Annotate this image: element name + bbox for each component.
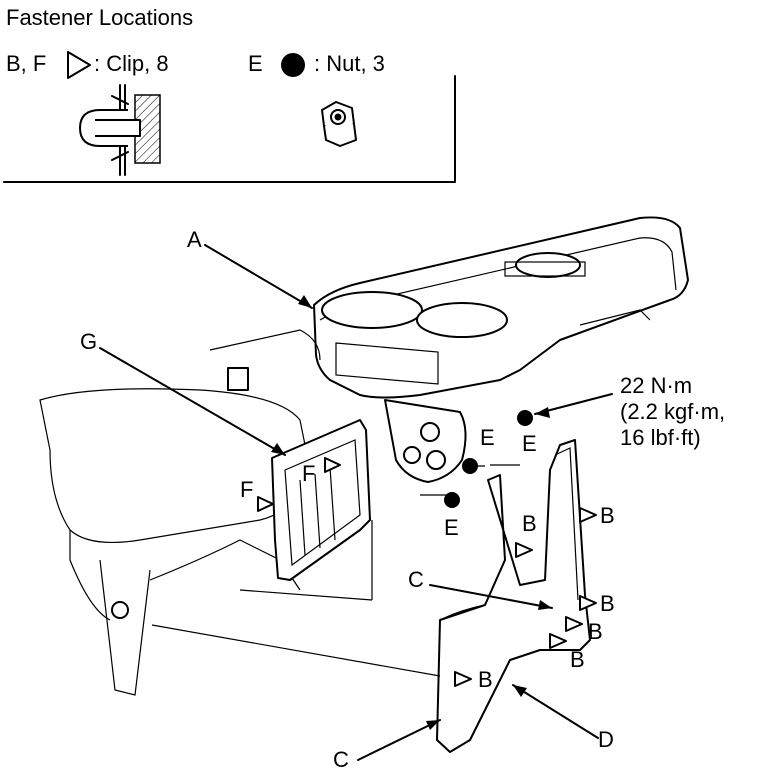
label-B-6: B (478, 667, 493, 692)
clip-marker-B-6 (454, 671, 472, 687)
nut-detail-illustration (321, 101, 357, 147)
legend-nut-text: : Nut, 3 (314, 51, 385, 76)
nut-marker-E-3 (444, 492, 460, 508)
torque-line-3: 16 lbf·ft) (620, 425, 701, 450)
nut-marker-E-1 (517, 410, 533, 426)
legend-clip-text: : Clip, 8 (94, 51, 169, 76)
nut-dot-icon (281, 53, 305, 77)
clip-marker-B-1 (579, 507, 597, 523)
clip-marker-F-2 (257, 496, 274, 512)
label-C-1: C (408, 567, 424, 592)
clip-marker-B-5 (549, 633, 567, 649)
clip-detail-illustration (79, 84, 161, 176)
clip-triangle-icon (67, 51, 91, 79)
legend-title: Fastener Locations (6, 5, 194, 30)
label-E-3: E (444, 515, 459, 540)
label-B-5: B (570, 647, 585, 672)
torque-line-1: 22 N·m (620, 373, 693, 398)
label-F-1: F (302, 461, 316, 486)
label-B-3: B (600, 591, 615, 616)
seat-outline (39, 329, 321, 696)
label-G: G (80, 329, 98, 354)
legend-nut-letter: E (248, 51, 263, 76)
label-B-1: B (600, 503, 615, 528)
leader-lines (99, 244, 613, 761)
nut-marker-E-2 (462, 458, 478, 474)
label-F-2: F (240, 477, 254, 502)
label-D: D (598, 727, 614, 752)
legend-clip-letters: B, F (6, 51, 47, 76)
console-bracket (384, 399, 467, 483)
panel-G (271, 419, 371, 581)
label-B-2: B (522, 511, 537, 536)
label-B-4: B (588, 619, 603, 644)
clip-marker-F-1 (324, 457, 341, 473)
label-E-2: E (522, 431, 537, 456)
clip-marker-B-3 (579, 595, 597, 611)
legend-frame (3, 75, 456, 183)
label-C-2: C (333, 747, 349, 772)
torque-line-2: (2.2 kgf·m, (620, 399, 726, 424)
clip-marker-B-2 (515, 542, 533, 558)
label-A: A (187, 227, 202, 252)
console-part-A (313, 216, 689, 399)
panel-D (436, 439, 591, 753)
guide-lines (151, 464, 520, 677)
label-E-1: E (480, 425, 495, 450)
clip-marker-B-4 (565, 616, 583, 632)
